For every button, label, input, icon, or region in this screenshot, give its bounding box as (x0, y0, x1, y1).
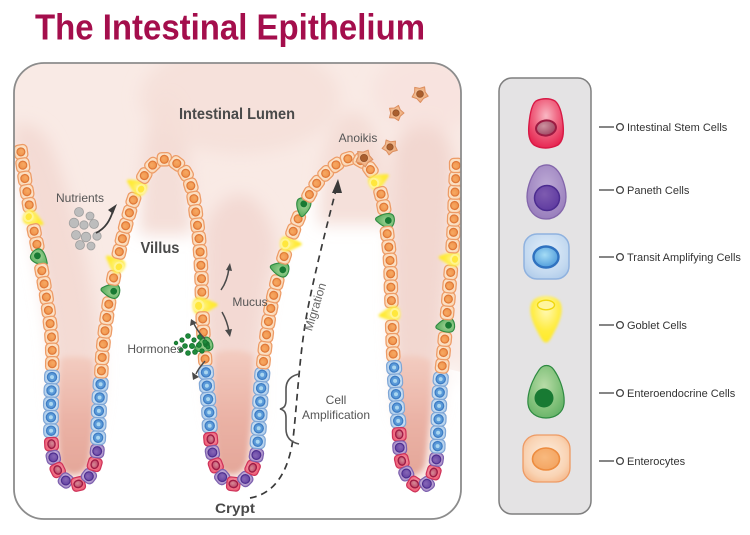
svg-text:Amplification: Amplification (302, 408, 370, 422)
svg-text:Goblet Cells: Goblet Cells (627, 320, 687, 332)
svg-text:Paneth Cells: Paneth Cells (627, 185, 690, 197)
svg-text:Enterocytes: Enterocytes (627, 456, 686, 468)
svg-text:Enteroendocrine Cells: Enteroendocrine Cells (627, 388, 736, 400)
svg-text:Mucus: Mucus (232, 295, 267, 309)
svg-text:Villus: Villus (141, 240, 180, 257)
svg-text:Hormones: Hormones (127, 342, 182, 356)
svg-text:Transit Amplifying Cells: Transit Amplifying Cells (627, 252, 741, 264)
svg-text:The Intestinal Epithelium: The Intestinal Epithelium (35, 7, 425, 48)
svg-text:Intestinal Lumen: Intestinal Lumen (179, 106, 295, 123)
svg-text:Cell: Cell (326, 393, 347, 407)
svg-text:Nutrients: Nutrients (56, 191, 104, 205)
svg-text:Intestinal Stem Cells: Intestinal Stem Cells (627, 122, 728, 134)
svg-text:Anoikis: Anoikis (339, 131, 378, 145)
svg-text:Crypt: Crypt (215, 500, 255, 516)
